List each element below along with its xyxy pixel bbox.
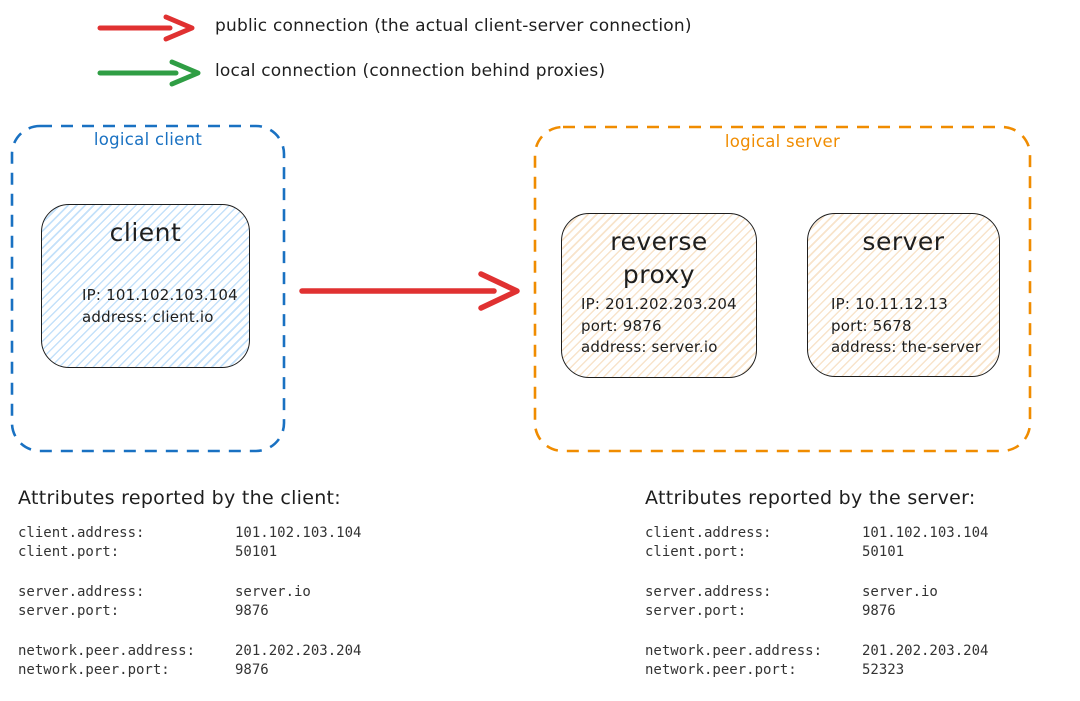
logical-client-group: logical client client IP: 101.102.103.10…: [10, 124, 286, 453]
reverse-proxy-address: address: server.io: [581, 338, 718, 356]
client-node-details: IP: 101.102.103.104 address: client.io: [82, 285, 238, 328]
logical-client-dashed-border: [10, 124, 286, 453]
attr-row: server.address:server.io: [18, 584, 311, 600]
client-attributes-title: Attributes reported by the client:: [18, 487, 342, 509]
attr-row: network.peer.port:9876: [18, 662, 269, 678]
client-ip: IP: 101.102.103.104: [82, 286, 238, 304]
logical-server-dashed-border: [533, 125, 1032, 453]
logical-client-label: logical client: [93, 130, 203, 149]
client-attributes-rows: client.address:101.102.103.104 client.po…: [18, 524, 361, 680]
reverse-proxy-node: reverse proxy IP: 201.202.203.204 port: …: [561, 213, 757, 378]
client-to-server-arrow-icon: [299, 271, 520, 311]
logical-server-label: logical server: [724, 132, 841, 151]
attr-row: client.port:50101: [645, 544, 905, 560]
reverse-proxy-port: port: 9876: [581, 316, 662, 335]
reverse-proxy-node-title: reverse proxy: [610, 227, 708, 289]
server-attributes-rows: client.address:101.102.103.104 client.po…: [645, 524, 988, 680]
attr-row: network.peer.address:201.202.203.204: [18, 643, 362, 659]
logical-server-group: logical server reverse proxy IP: 201.202…: [533, 125, 1032, 453]
server-node-details: IP: 10.11.12.13 port: 5678 address: the-…: [831, 294, 981, 359]
public-connection-arrow-icon: [97, 14, 195, 42]
attr-row: network.peer.address:201.202.203.204: [645, 643, 989, 659]
reverse-proxy-ip: IP: 201.202.203.204: [581, 295, 737, 313]
server-node-title: server: [862, 227, 945, 256]
client-address: address: client.io: [82, 307, 214, 326]
public-connection-label: public connection (the actual client-ser…: [215, 16, 692, 36]
client-node: client IP: 101.102.103.104 address: clie…: [41, 204, 250, 368]
server-ip: IP: 10.11.12.13: [831, 295, 948, 313]
server-port: port: 5678: [831, 316, 912, 335]
server-node: server IP: 10.11.12.13 port: 5678 addres…: [807, 213, 1000, 377]
attr-row: server.address:server.io: [645, 584, 938, 600]
local-connection-arrow-icon: [97, 59, 201, 87]
local-connection-label: local connection (connection behind prox…: [215, 61, 606, 81]
attr-row: client.port:50101: [18, 544, 278, 560]
attr-row: network.peer.port:52323: [645, 662, 905, 678]
attr-row: client.address:101.102.103.104: [645, 525, 989, 541]
server-attributes-title: Attributes reported by the server:: [645, 487, 976, 509]
server-attributes-block: Attributes reported by the server: clien…: [645, 486, 988, 701]
attr-row: server.port:9876: [18, 603, 269, 619]
client-attributes-block: Attributes reported by the client: clien…: [18, 486, 361, 701]
client-node-title: client: [109, 218, 182, 247]
attr-row: server.port:9876: [645, 603, 896, 619]
server-address: address: the-server: [831, 338, 982, 356]
reverse-proxy-node-details: IP: 201.202.203.204 port: 9876 address: …: [581, 294, 737, 359]
attr-row: client.address:101.102.103.104: [18, 525, 362, 541]
